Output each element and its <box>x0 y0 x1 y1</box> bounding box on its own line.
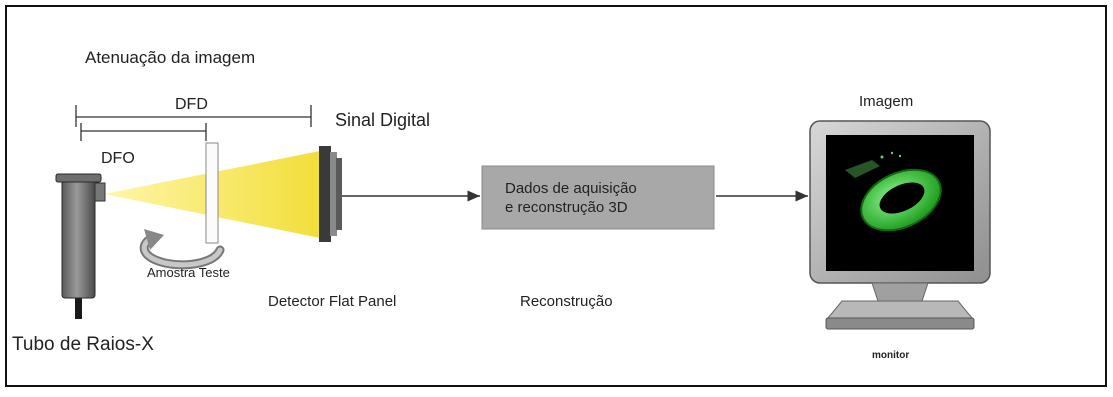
scanned-object <box>845 151 942 232</box>
xray-tube-icon <box>55 173 106 319</box>
box-line-1: Dados de aquisição <box>505 180 637 197</box>
diagram-border <box>5 5 1107 387</box>
tube-label: Tubo de Raios-X <box>12 334 154 355</box>
acquisition-box <box>481 165 715 230</box>
dfo-dimension <box>80 123 207 141</box>
dfd-label: DFD <box>175 96 208 113</box>
monitor-label: monitor <box>872 350 909 361</box>
title-label: Atenuação da imagem <box>85 48 255 67</box>
signal-label: Sinal Digital <box>335 110 430 130</box>
reconstruction-label: Reconstrução <box>520 293 613 310</box>
flat-panel-detector-icon <box>319 146 342 242</box>
dfo-label: DFO <box>101 150 135 167</box>
detector-label: Detector Flat Panel <box>268 293 396 310</box>
sample-label: Amostra Teste <box>147 265 230 280</box>
dfd-dimension <box>75 105 312 127</box>
monitor-icon <box>809 120 991 330</box>
sample-plate <box>205 142 219 244</box>
box-line-2: e reconstrução 3D <box>505 199 628 216</box>
image-label: Imagem <box>859 93 913 110</box>
rotation-arrow-icon <box>139 229 225 270</box>
